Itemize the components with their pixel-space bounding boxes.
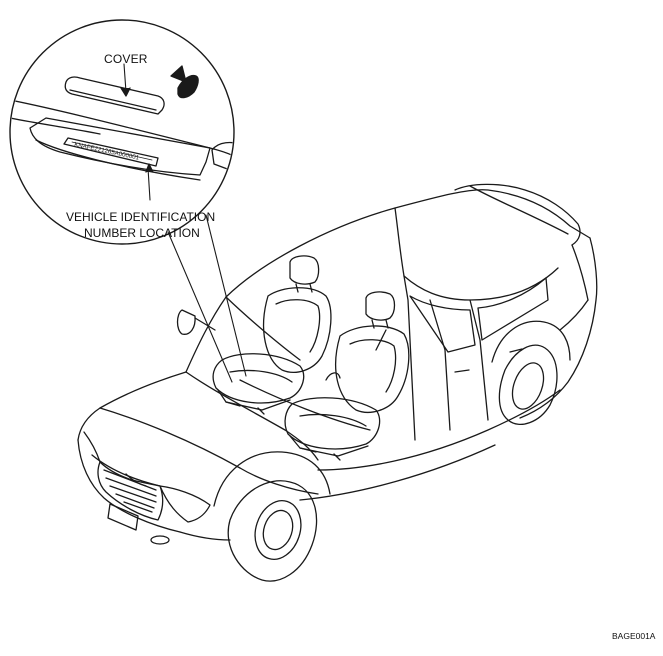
callout-detail: KNAFE221265A000001	[11, 63, 233, 201]
lift-arrow-icon	[170, 65, 199, 99]
figure-code: BAGE001A	[612, 631, 656, 641]
front-seat-icon	[212, 255, 410, 461]
vin-plate-icon: KNAFE221265A000001	[63, 137, 159, 167]
vin-location-label-line2: NUMBER LOCATION	[84, 226, 200, 240]
sedan-car-icon	[77, 183, 598, 582]
callout-magnifier	[9, 19, 247, 383]
cover-plate-icon	[64, 76, 165, 115]
vin-location-label-line1: VEHICLE IDENTIFICATION	[66, 210, 216, 224]
cover-label: COVER	[104, 52, 148, 66]
